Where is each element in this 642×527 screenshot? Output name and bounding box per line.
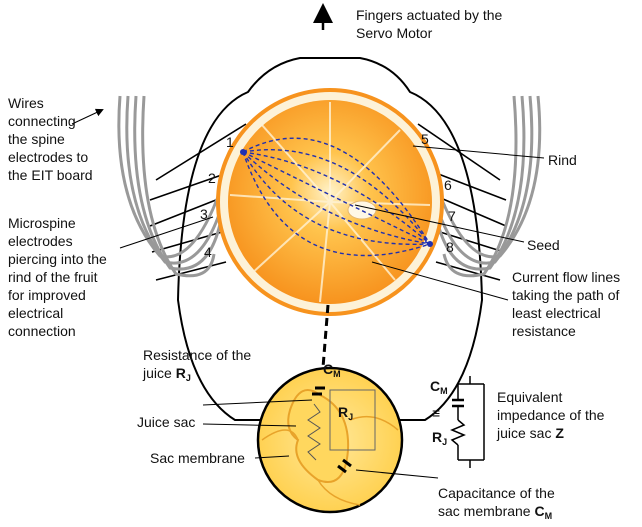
equivalent-circuit [452,376,484,468]
seed [348,201,376,219]
equiv-rj-symbol: RJ [432,428,447,451]
juice-sac-label: Juice sac [137,413,195,431]
capacitance-label: Capacitance of the sac membrane CM [438,484,555,525]
rind-label: Rind [548,151,577,169]
electrode-3: 3 [200,206,208,222]
seed-label: Seed [527,236,560,254]
equiv-cm-symbol: CM [430,377,448,400]
electrode-2: 2 [208,170,216,186]
electrode-7: 7 [448,208,456,224]
electrode-6: 6 [444,177,452,193]
electrode-8: 8 [446,239,454,255]
zoom-rj-symbol: RJ [338,403,353,426]
sac-membrane-label: Sac membrane [150,449,245,467]
zoom-cm-symbol: CM [323,360,341,383]
equiv-sign: ≡ [432,404,440,422]
electrode-5: 5 [421,131,429,147]
electrode-1: 1 [226,134,234,150]
resistance-label: Resistance of the juice RJ [143,346,251,387]
electrode-4: 4 [204,244,212,260]
